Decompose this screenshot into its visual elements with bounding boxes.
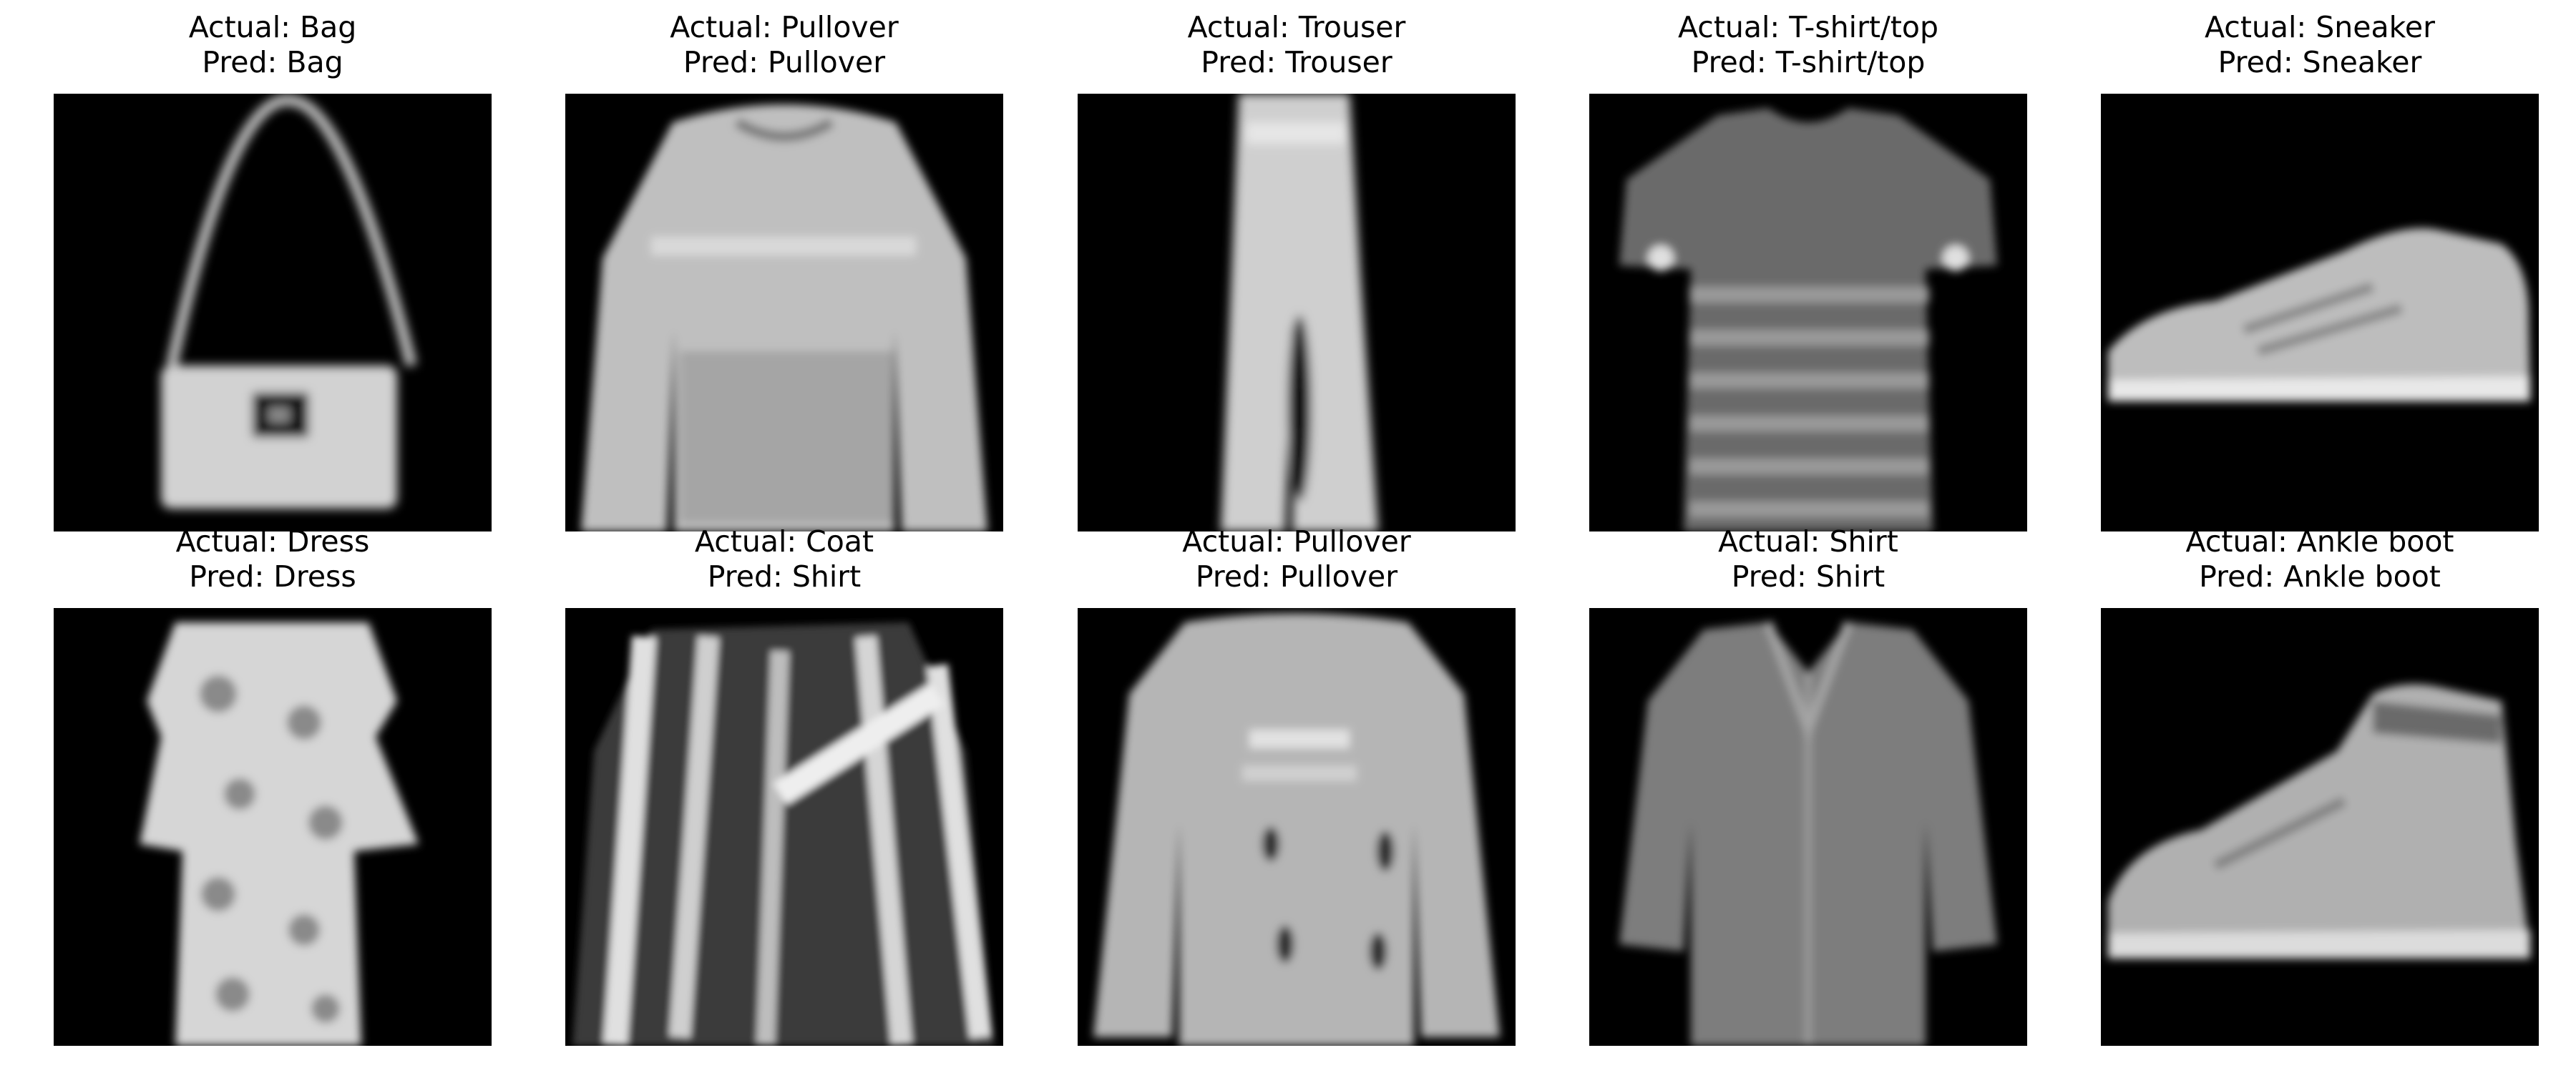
panel-title: Actual: Coat Pred: Shirt: [537, 524, 1032, 594]
pred-label: Pred: Bag: [202, 45, 343, 79]
actual-label: Actual: Pullover: [1182, 524, 1411, 559]
coat-image: [565, 608, 1003, 1046]
pred-label: Pred: Sneaker: [2218, 45, 2422, 79]
trouser-image: [1078, 94, 1516, 531]
actual-label: Actual: Ankle boot: [2185, 524, 2454, 559]
actual-label: Actual: Shirt: [1718, 524, 1898, 559]
panel-title: Actual: T-shirt/top Pred: T-shirt/top: [1561, 10, 2056, 80]
panel-title: Actual: Shirt Pred: Shirt: [1561, 524, 2056, 594]
pred-label: Pred: T-shirt/top: [1691, 45, 1926, 79]
tshirt-image: [1589, 94, 2027, 531]
panel-title: Actual: Ankle boot Pred: Ankle boot: [2072, 524, 2567, 594]
pred-label: Pred: Shirt: [707, 559, 862, 594]
panel-title: Actual: Pullover Pred: Pullover: [537, 10, 1032, 80]
panel-title: Actual: Pullover Pred: Pullover: [1049, 524, 1544, 594]
pred-label: Pred: Shirt: [1731, 559, 1885, 594]
dress-image: [54, 608, 492, 1046]
pred-label: Pred: Ankle boot: [2199, 559, 2441, 594]
sneaker-image: [2101, 94, 2539, 531]
pred-label: Pred: Dress: [189, 559, 356, 594]
bag-image: [54, 94, 492, 531]
pred-label: Pred: Pullover: [683, 45, 886, 79]
panel-title: Actual: Trouser Pred: Trouser: [1049, 10, 1544, 80]
shirt-image: [1589, 608, 2027, 1046]
actual-label: Actual: Trouser: [1187, 10, 1406, 44]
actual-label: Actual: Bag: [188, 10, 357, 44]
pullover-image: [565, 94, 1003, 531]
actual-label: Actual: T-shirt/top: [1677, 10, 1939, 44]
panel-title: Actual: Bag Pred: Bag: [25, 10, 520, 80]
pred-label: Pred: Trouser: [1201, 45, 1392, 79]
actual-label: Actual: Coat: [694, 524, 874, 559]
pred-label: Pred: Pullover: [1195, 559, 1398, 594]
panel-title: Actual: Sneaker Pred: Sneaker: [2072, 10, 2567, 80]
ankle-boot-image: [2101, 608, 2539, 1046]
panel-title: Actual: Dress Pred: Dress: [25, 524, 520, 594]
pullover-image: [1078, 608, 1516, 1046]
actual-label: Actual: Pullover: [670, 10, 899, 44]
actual-label: Actual: Sneaker: [2204, 10, 2435, 44]
actual-label: Actual: Dress: [175, 524, 370, 559]
